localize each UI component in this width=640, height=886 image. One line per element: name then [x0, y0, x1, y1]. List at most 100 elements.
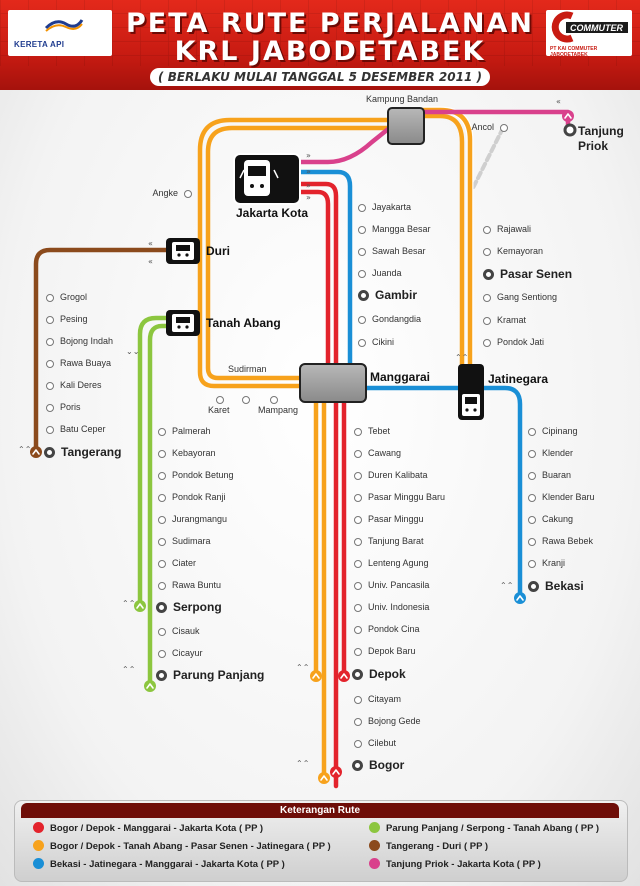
- station-univ-pancasila: Univ. Pancasila: [354, 578, 429, 592]
- station-bojong-indah: Bojong Indah: [46, 334, 113, 348]
- orange-tanahabang-line-2: [205, 125, 393, 381]
- station-palmerah: Palmerah: [158, 424, 211, 438]
- jakarta-kota-train-icon: [244, 160, 270, 196]
- station-kranji: Kranji: [528, 556, 565, 570]
- svg-text:⌃⌃: ⌃⌃: [296, 663, 309, 672]
- commuter-logo-text: COMMUTER: [570, 23, 623, 33]
- station-extra-dot: [270, 392, 288, 404]
- station-jayakarta: Jayakarta: [358, 200, 411, 214]
- station-gang-sentiong: Gang Sentiong: [483, 290, 557, 304]
- svg-text:⌄⌄: ⌄⌄: [126, 347, 139, 356]
- station-cilebut: Cilebut: [354, 736, 396, 750]
- legend-item-orange: Bogor / Depok - Tanah Abang - Pasar Sene…: [33, 839, 331, 855]
- orange-senen-line-2: [397, 113, 465, 383]
- station-pondok-jati: Pondok Jati: [483, 335, 544, 349]
- brown-tangerang-line: [33, 247, 169, 455]
- kereta-api-wave-icon: [44, 19, 84, 32]
- station-bekasi: Bekasi: [528, 579, 584, 593]
- svg-text:»: »: [306, 193, 311, 202]
- station-karet: Karet: [208, 405, 230, 415]
- station-cakung: Cakung: [528, 512, 573, 526]
- station-univ-indonesia: Univ. Indonesia: [354, 600, 429, 614]
- station-cicayur: Cicayur: [158, 646, 203, 660]
- bogor-orange-terminal-icon: [318, 772, 330, 784]
- legend-item-red: Bogor / Depok - Manggarai - Jakarta Kota…: [33, 821, 263, 837]
- station-klender-baru: Klender Baru: [528, 490, 595, 504]
- station-duren-kalibata: Duren Kalibata: [354, 468, 428, 482]
- bogor-red-terminal-icon: [330, 766, 342, 778]
- header-banner: KERETA API PETA RUTE PERJALANAN KRL JABO…: [0, 0, 640, 90]
- serpong-terminal-icon: [134, 600, 146, 612]
- station-bogor: Bogor: [352, 758, 404, 772]
- kereta-api-logo-text: KERETA API: [14, 40, 65, 49]
- kampung-bandan-hub: [387, 107, 425, 145]
- brown-swatch-icon: [369, 840, 380, 851]
- station-ancol: Ancol: [456, 120, 508, 134]
- station-buaran: Buaran: [528, 468, 571, 482]
- station-bojong-gede: Bojong Gede: [354, 714, 421, 728]
- red-bogor-line: [293, 181, 339, 789]
- parung-terminal-icon: [144, 680, 156, 692]
- hub-manggarai: Manggarai: [370, 370, 431, 384]
- pink-priok-line-a: [293, 123, 395, 165]
- svg-text:»: »: [306, 181, 311, 190]
- station-kramat: Kramat: [483, 313, 526, 327]
- svg-text:»: »: [306, 151, 311, 160]
- station-sawah-besar: Sawah Besar: [358, 244, 426, 258]
- station-pasar-minggu-baru: Pasar Minggu Baru: [354, 490, 445, 504]
- station-gambir: Gambir: [358, 288, 417, 302]
- hub-kampung-bandan: Kampung Bandan: [366, 94, 439, 104]
- station-sudimara: Sudimara: [158, 534, 211, 548]
- route-legend: Keterangan Rute Bogor / Depok - Manggara…: [14, 800, 628, 882]
- station-kali-deres: Kali Deres: [46, 378, 102, 392]
- station-batu-ceper: Batu Ceper: [46, 422, 106, 436]
- manggarai-hub: [299, 363, 367, 403]
- station-cawang: Cawang: [354, 446, 401, 460]
- station-tebet: Tebet: [354, 424, 390, 438]
- legend-item-pink: Tanjung Priok - Jakarta Kota ( PP ): [369, 857, 541, 873]
- station-parung-panjang: Parung Panjang: [156, 668, 264, 682]
- station-ciater: Ciater: [158, 556, 196, 570]
- station-pondok-cina: Pondok Cina: [354, 622, 420, 636]
- svg-text:⌃⌃: ⌃⌃: [500, 581, 513, 590]
- station-juanda: Juanda: [358, 266, 402, 280]
- station-rajawali: Rajawali: [483, 222, 531, 236]
- hub-boxes: [166, 107, 577, 420]
- station-pondok-betung: Pondok Betung: [158, 468, 234, 482]
- red-kota-line: [293, 189, 339, 385]
- red-swatch-icon: [33, 822, 44, 833]
- orange-tanahabang-line: [197, 117, 393, 389]
- depok-red-terminal-icon: [338, 670, 350, 682]
- station-depok-baru: Depok Baru: [354, 644, 416, 658]
- legend-item-brown: Tangerang - Duri ( PP ): [369, 839, 488, 855]
- blue-swatch-icon: [33, 858, 44, 869]
- legend-item-green: Parung Panjang / Serpong - Tanah Abang (…: [369, 821, 599, 837]
- station-kebayoran: Kebayoran: [158, 446, 216, 460]
- direction-glyphs: ⌃⌃⌃⌃⌃⌃ ⌃⌃⌃⌃⌃⌃ ⌃⌃⌄⌄«« «»»»»: [18, 97, 561, 768]
- station-citayam: Citayam: [354, 692, 401, 706]
- station-pasar-minggu: Pasar Minggu: [354, 512, 424, 526]
- station-jurangmangu: Jurangmangu: [158, 512, 227, 526]
- green-swatch-icon: [369, 822, 380, 833]
- station-tanjung-barat: Tanjung Barat: [354, 534, 424, 548]
- station-angke: Angke: [140, 186, 192, 200]
- svg-text:«: «: [148, 239, 153, 248]
- station-sudirman: Sudirman: [228, 364, 267, 374]
- route-lines: ⌃⌃⌃⌃⌃⌃ ⌃⌃⌃⌃⌃⌃ ⌃⌃⌄⌄«« «»»»»: [18, 97, 577, 789]
- tangerang-terminal-icon: [30, 446, 42, 458]
- station-pesing: Pesing: [46, 312, 88, 326]
- hub-jatinegara: Jatinegara: [488, 372, 549, 386]
- svg-text:⌃⌃: ⌃⌃: [455, 353, 468, 362]
- station-tanjung-priok: Tanjung Priok: [578, 124, 624, 153]
- kereta-api-logo: KERETA API: [8, 10, 112, 56]
- station-gondangdia: Gondangdia: [358, 312, 421, 326]
- green-serpong-line: [137, 315, 169, 609]
- hub-duri: Duri: [206, 244, 230, 258]
- station-cipinang: Cipinang: [528, 424, 578, 438]
- station-pasar-senen: Pasar Senen: [483, 267, 572, 281]
- svg-text:⌃⌃: ⌃⌃: [122, 599, 135, 608]
- map-title-line2: KRL JABODETABEK: [174, 36, 486, 67]
- station-cikini: Cikini: [358, 335, 394, 349]
- station-cisauk: Cisauk: [158, 624, 200, 638]
